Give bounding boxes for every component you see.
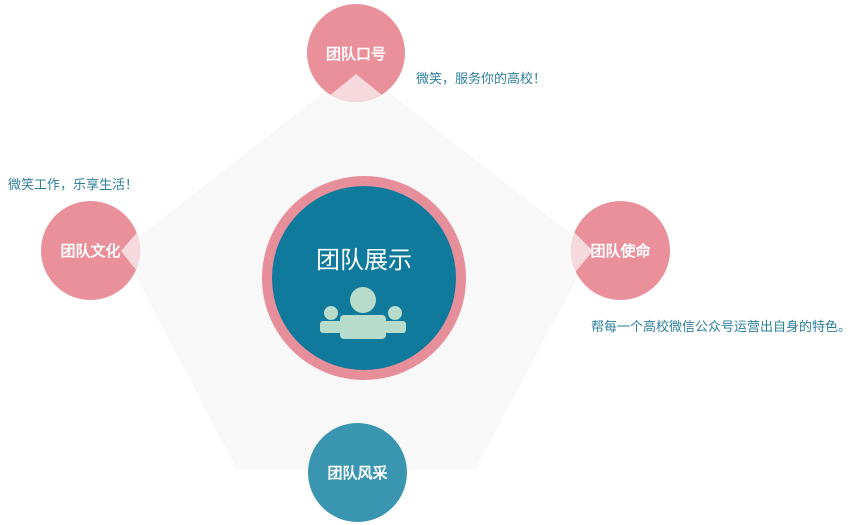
node-team-mission[interactable]: 团队使命: [571, 201, 670, 300]
node-right-wedge: [571, 229, 593, 277]
node-top-wedge: [329, 74, 383, 102]
caption-team-culture: 微笑工作，乐享生活！: [8, 178, 139, 193]
center-circle[interactable]: [272, 186, 456, 370]
caption-team-slogan: 微笑，服务你的高校！: [416, 72, 547, 87]
node-team-mission-label: 团队使命: [590, 242, 651, 260]
caption-team-mission: 帮每一个高校微信公众号运营出自身的特色。: [591, 320, 852, 335]
node-team-style-label: 团队风采: [327, 464, 388, 482]
node-team-culture-label: 团队文化: [60, 242, 121, 260]
node-team-style[interactable]: 团队风采: [308, 423, 407, 522]
people-icon: [320, 287, 406, 339]
node-team-culture[interactable]: 团队文化: [41, 201, 140, 300]
node-left-wedge: [121, 229, 140, 275]
node-team-slogan[interactable]: 团队口号: [307, 4, 405, 102]
node-team-slogan-label: 团队口号: [325, 44, 386, 63]
center-title: 团队展示: [316, 246, 412, 274]
